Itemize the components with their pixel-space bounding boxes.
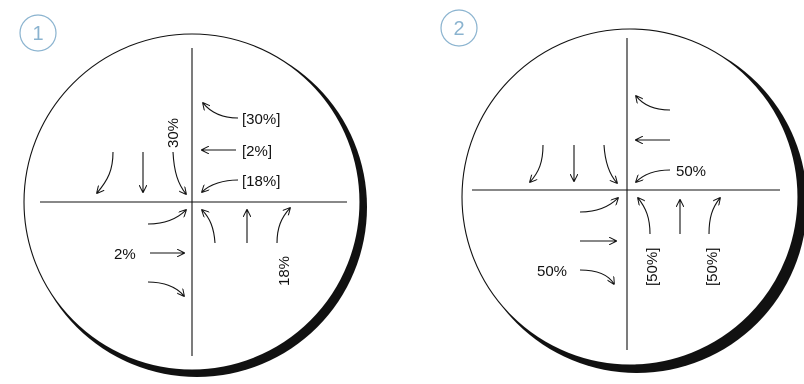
diagram-1-westbound-right-label: [30%]	[242, 111, 280, 128]
diagram-1-westbound-left-arrow	[202, 179, 239, 192]
diagram-1-eastbound-label: 2%	[114, 246, 136, 263]
diagram-2-northbound-left-arrow	[638, 198, 651, 235]
diagram-1-southbound-right-arrow	[97, 151, 114, 193]
diagram-2-circle	[461, 28, 799, 366]
diagram-1-southbound-left-label: 30%	[165, 118, 182, 148]
diagram-2-westbound-left-label: 50%	[676, 163, 706, 180]
diagram-2-number-badge	[440, 9, 478, 47]
diagram-2-number: 2	[453, 18, 464, 40]
diagram-1-number: 1	[32, 23, 43, 45]
diagram-1-eastbound-left-arrow	[147, 210, 186, 225]
diagram-1-southbound-left-arrow	[172, 151, 186, 194]
diagram-2-southbound-right-arrow	[530, 144, 544, 182]
diagram-1-northbound-right-arrow	[276, 208, 290, 244]
diagram-1-westbound-right-arrow	[203, 103, 239, 119]
diagram-2-westbound-left-arrow	[636, 169, 671, 182]
diagram-1-northbound-right-label: 18%	[276, 256, 293, 286]
diagram-2-northbound-left-label: [50%]	[644, 248, 661, 286]
diagram-1-number-badge	[19, 14, 57, 52]
diagram-2-eastbound-label: 50%	[537, 263, 567, 280]
diagram-2-northbound-right-label: [50%]	[704, 248, 721, 286]
diagram-2-eastbound-left-arrow	[579, 198, 618, 213]
diagram-1: 1 30% [30%] [2%] [18%] 2% 18%	[19, 14, 367, 377]
diagram-1-westbound-through-label: [2%]	[242, 143, 272, 160]
diagram-2-southbound-left-arrow	[603, 144, 617, 183]
diagram-1-eastbound-right-arrow	[147, 281, 184, 296]
diagram-1-westbound-left-label: [18%]	[242, 173, 280, 190]
diagram-1-northbound-left-arrow	[202, 210, 216, 244]
diagram-2-eastbound-right-arrow	[579, 269, 614, 284]
diagram-2-westbound-right-arrow	[636, 96, 671, 111]
diagram-2-northbound-right-arrow	[708, 198, 720, 235]
diagram-2: 2 50% 50% [50%] [50%]	[440, 9, 804, 373]
